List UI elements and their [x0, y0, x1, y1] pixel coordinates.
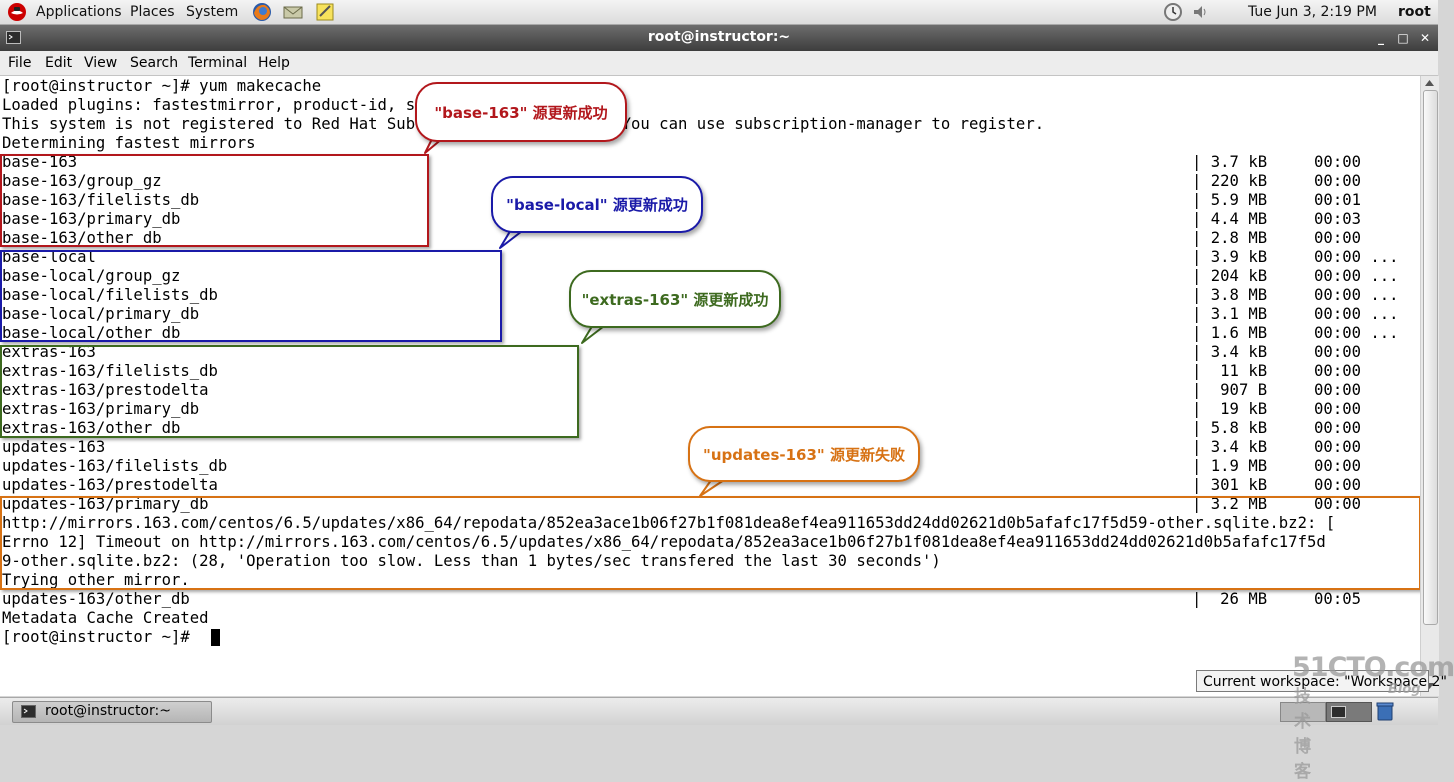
- annotation-updates-163: "updates-163" 源更新失败: [688, 426, 920, 482]
- workspace-switcher-1[interactable]: [1280, 702, 1326, 722]
- terminal-line: extras-163: [2, 343, 96, 361]
- terminal-mini-icon: [1331, 706, 1346, 718]
- terminal-line: base-163/other_db: [2, 229, 162, 247]
- terminal-line: [root@instructor ~]# yum makecache: [2, 77, 322, 95]
- terminal-size-column: | 3.2 MB 00:00: [1192, 495, 1361, 513]
- menu-search[interactable]: Search: [130, 55, 179, 71]
- highlight-box-extras-163: [0, 345, 579, 438]
- user-name[interactable]: root: [1398, 4, 1431, 20]
- top-panel: Applications Places System Tue Jun 3, 2:…: [0, 0, 1438, 25]
- maximize-button[interactable]: □: [1397, 31, 1409, 45]
- terminal-scrollbar[interactable]: [1420, 76, 1439, 696]
- mail-icon[interactable]: [282, 1, 304, 23]
- terminal-line: updates-163/primary_db: [2, 495, 209, 513]
- close-button[interactable]: ✕: [1419, 31, 1431, 45]
- window-titlebar[interactable]: root@instructor:~ _ □ ✕: [0, 25, 1438, 51]
- terminal-size-column: | 19 kB 00:00: [1192, 400, 1361, 418]
- trash-icon[interactable]: [1374, 701, 1396, 721]
- watermark-blog: Blog: [1388, 682, 1421, 697]
- menu-terminal[interactable]: Terminal: [188, 55, 248, 71]
- terminal-line: base-local/primary_db: [2, 305, 200, 323]
- scroll-up-arrow-icon[interactable]: [1424, 78, 1435, 87]
- terminal-line: base-163: [2, 153, 78, 171]
- menu-file[interactable]: File: [8, 55, 32, 71]
- menu-edit[interactable]: Edit: [45, 55, 73, 71]
- terminal-line: extras-163/other_db: [2, 419, 181, 437]
- terminal-task-icon: [21, 705, 36, 718]
- terminal-size-column: | 3.4 kB 00:00: [1192, 438, 1361, 456]
- menu-system[interactable]: System: [186, 4, 239, 20]
- terminal-size-column: | 3.8 MB 00:00 ...: [1192, 286, 1399, 304]
- terminal-line: base-163/filelists_db: [2, 191, 200, 209]
- terminal-line: base-local/filelists_db: [2, 286, 218, 304]
- terminal-line: Metadata Cache Created: [2, 609, 209, 627]
- terminal-line: 9-other.sqlite.bz2: (28, 'Operation too …: [2, 552, 941, 570]
- bottom-panel: root@instructor:~: [0, 697, 1438, 725]
- menu-help[interactable]: Help: [258, 55, 290, 71]
- scrollbar-thumb[interactable]: [1423, 90, 1438, 625]
- minimize-button[interactable]: _: [1378, 31, 1384, 45]
- firefox-icon[interactable]: [251, 1, 273, 23]
- terminal-line: Errno 12] Timeout on http://mirrors.163.…: [2, 533, 1326, 551]
- terminal-size-column: | 4.4 MB 00:03: [1192, 210, 1361, 228]
- annotation-base-163: "base-163" 源更新成功: [415, 82, 627, 142]
- terminal-line: updates-163/filelists_db: [2, 457, 228, 475]
- terminal-size-column: | 11 kB 00:00: [1192, 362, 1361, 380]
- notes-icon[interactable]: [314, 1, 336, 23]
- terminal-size-column: | 1.9 MB 00:00: [1192, 457, 1361, 475]
- terminal-line: extras-163/prestodelta: [2, 381, 209, 399]
- workspace-switcher-2[interactable]: [1326, 702, 1372, 722]
- terminal-line: base-local: [2, 248, 96, 266]
- terminal-line: updates-163/other_db: [2, 590, 190, 608]
- terminal-line: updates-163: [2, 438, 106, 456]
- terminal-size-column: | 301 kB 00:00: [1192, 476, 1361, 494]
- terminal-size-column: | 204 kB 00:00 ...: [1192, 267, 1399, 285]
- terminal-window-icon[interactable]: [6, 31, 21, 44]
- terminal-line: Trying other mirror.: [2, 571, 190, 589]
- terminal-size-column: | 5.9 MB 00:01: [1192, 191, 1361, 209]
- terminal-size-column: | 3.9 kB 00:00 ...: [1192, 248, 1399, 266]
- highlight-box-base-local: [0, 250, 502, 342]
- terminal-size-column: | 3.7 kB 00:00: [1192, 153, 1361, 171]
- terminal-line: base-local/group_gz: [2, 267, 181, 285]
- terminal-line: [root@instructor ~]#: [2, 628, 200, 646]
- terminal-line: base-local/other_db: [2, 324, 181, 342]
- terminal-size-column: | 3.4 kB 00:00: [1192, 343, 1361, 361]
- clock[interactable]: Tue Jun 3, 2:19 PM: [1248, 4, 1377, 20]
- annotation-base-local: "base-local" 源更新成功: [491, 176, 703, 233]
- annotation-extras-163: "extras-163" 源更新成功: [569, 270, 781, 328]
- terminal-size-column: | 3.1 MB 00:00 ...: [1192, 305, 1399, 323]
- terminal-size-column: | 2.8 MB 00:00: [1192, 229, 1361, 247]
- menu-applications[interactable]: Applications: [36, 4, 122, 20]
- terminal-line: extras-163/primary_db: [2, 400, 200, 418]
- menubar: File Edit View Search Terminal Help: [0, 51, 1438, 76]
- terminal-size-column: | 1.6 MB 00:00 ...: [1192, 324, 1399, 342]
- taskbar-window-label: root@instructor:~: [45, 703, 171, 719]
- terminal-size-column: | 26 MB 00:05: [1192, 590, 1361, 608]
- terminal-line: updates-163/prestodelta: [2, 476, 218, 494]
- terminal-line: extras-163/filelists_db: [2, 362, 218, 380]
- watermark-main: 51CTO.com: [1292, 652, 1454, 683]
- redhat-logo-icon[interactable]: [6, 1, 28, 23]
- terminal-line: base-163/primary_db: [2, 210, 181, 228]
- watermark-sub: 技术博客: [1294, 687, 1311, 782]
- terminal-size-column: | 5.8 kB 00:00: [1192, 419, 1361, 437]
- volume-icon[interactable]: [1190, 1, 1212, 23]
- terminal-line: Determining fastest mirrors: [2, 134, 256, 152]
- window-title: root@instructor:~: [647, 29, 791, 45]
- terminal-cursor: [211, 629, 220, 646]
- terminal-line: http://mirrors.163.com/centos/6.5/update…: [2, 514, 1336, 532]
- taskbar-window-button[interactable]: root@instructor:~: [12, 701, 212, 723]
- terminal-size-column: | 220 kB 00:00: [1192, 172, 1361, 190]
- menu-places[interactable]: Places: [130, 4, 175, 20]
- terminal-line: base-163/group_gz: [2, 172, 162, 190]
- highlight-box-base-163: [0, 154, 429, 247]
- menu-view[interactable]: View: [84, 55, 118, 71]
- terminal-size-column: | 907 B 00:00: [1192, 381, 1361, 399]
- clock-applet-icon[interactable]: [1162, 1, 1184, 23]
- workspace-tooltip: Current workspace: "Workspace 2": [1196, 670, 1447, 692]
